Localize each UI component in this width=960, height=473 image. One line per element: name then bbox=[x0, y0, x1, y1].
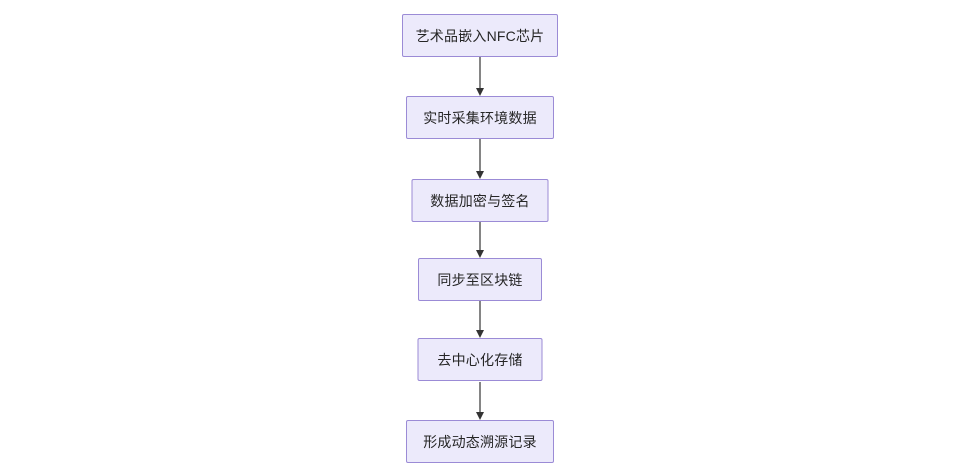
flow-node-label: 实时采集环境数据 bbox=[423, 109, 537, 126]
flow-node-label: 同步至区块链 bbox=[437, 271, 523, 288]
flow-arrow-down-icon bbox=[473, 222, 487, 258]
flow-arrow-down-icon bbox=[473, 382, 487, 420]
flow-node-label: 数据加密与签名 bbox=[430, 192, 530, 209]
flow-node-n3[interactable]: 数据加密与签名 bbox=[411, 179, 549, 222]
flow-node-label: 艺术品嵌入NFC芯片 bbox=[415, 27, 545, 44]
flow-node-label: 去中心化存储 bbox=[437, 351, 523, 368]
flow-node-n4[interactable]: 同步至区块链 bbox=[418, 258, 542, 301]
flow-arrow-down-icon bbox=[473, 139, 487, 179]
flow-node-n2[interactable]: 实时采集环境数据 bbox=[406, 96, 554, 139]
flow-arrow-down-icon bbox=[473, 301, 487, 338]
flow-node-n1[interactable]: 艺术品嵌入NFC芯片 bbox=[402, 14, 558, 57]
flow-arrow-down-icon bbox=[473, 57, 487, 96]
flow-node-n5[interactable]: 去中心化存储 bbox=[417, 338, 543, 381]
flow-node-n6[interactable]: 形成动态溯源记录 bbox=[406, 420, 554, 463]
flow-node-label: 形成动态溯源记录 bbox=[423, 433, 537, 450]
